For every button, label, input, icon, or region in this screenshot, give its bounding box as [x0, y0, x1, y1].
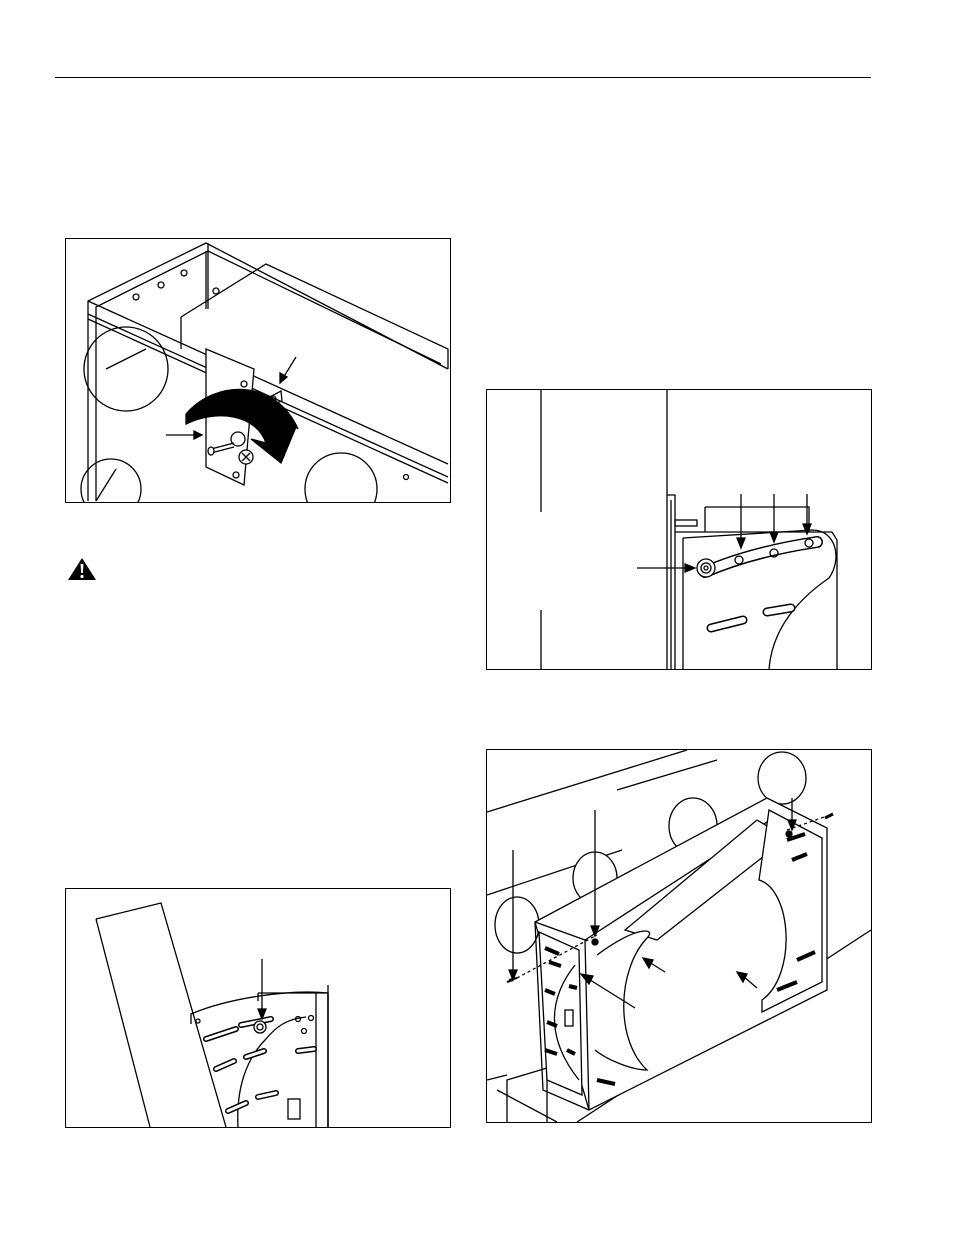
figure-side-plate: [65, 888, 451, 1128]
figure-pin-latch: [65, 238, 451, 503]
header-rule: [55, 77, 871, 78]
figure-enclosure-mount: [486, 749, 872, 1123]
figure-adjust-holes: [486, 389, 872, 670]
warning-triangle-icon: [67, 557, 97, 581]
